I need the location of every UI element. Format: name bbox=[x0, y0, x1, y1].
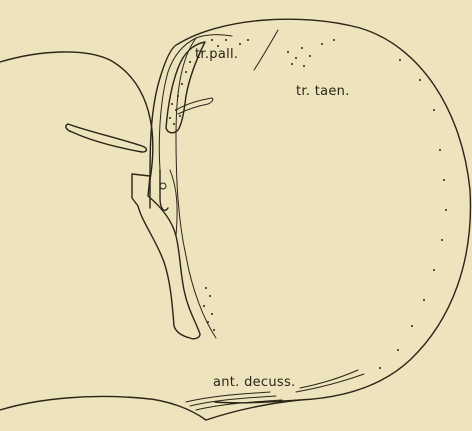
lateral-stippling bbox=[203, 59, 447, 369]
tr-taen-label: tr. taen. bbox=[296, 84, 350, 99]
median-channel bbox=[150, 170, 168, 210]
upper-left-contour bbox=[0, 52, 153, 180]
tr-pall-leader-line bbox=[254, 30, 278, 70]
tr-pall-label: tr.pall. bbox=[195, 47, 238, 62]
hemisphere-outline bbox=[178, 19, 470, 403]
median-pore bbox=[160, 183, 166, 189]
bottom-contour bbox=[0, 397, 300, 421]
small-slit bbox=[176, 98, 213, 114]
decussation-fiber bbox=[296, 374, 364, 392]
taenia-stippling bbox=[287, 39, 335, 67]
septal-process bbox=[132, 174, 200, 339]
dorsal-wall bbox=[150, 44, 178, 180]
ant-decuss-label: ant. decuss. bbox=[213, 375, 295, 390]
left-slit bbox=[66, 124, 147, 152]
septal-inner bbox=[170, 170, 177, 236]
